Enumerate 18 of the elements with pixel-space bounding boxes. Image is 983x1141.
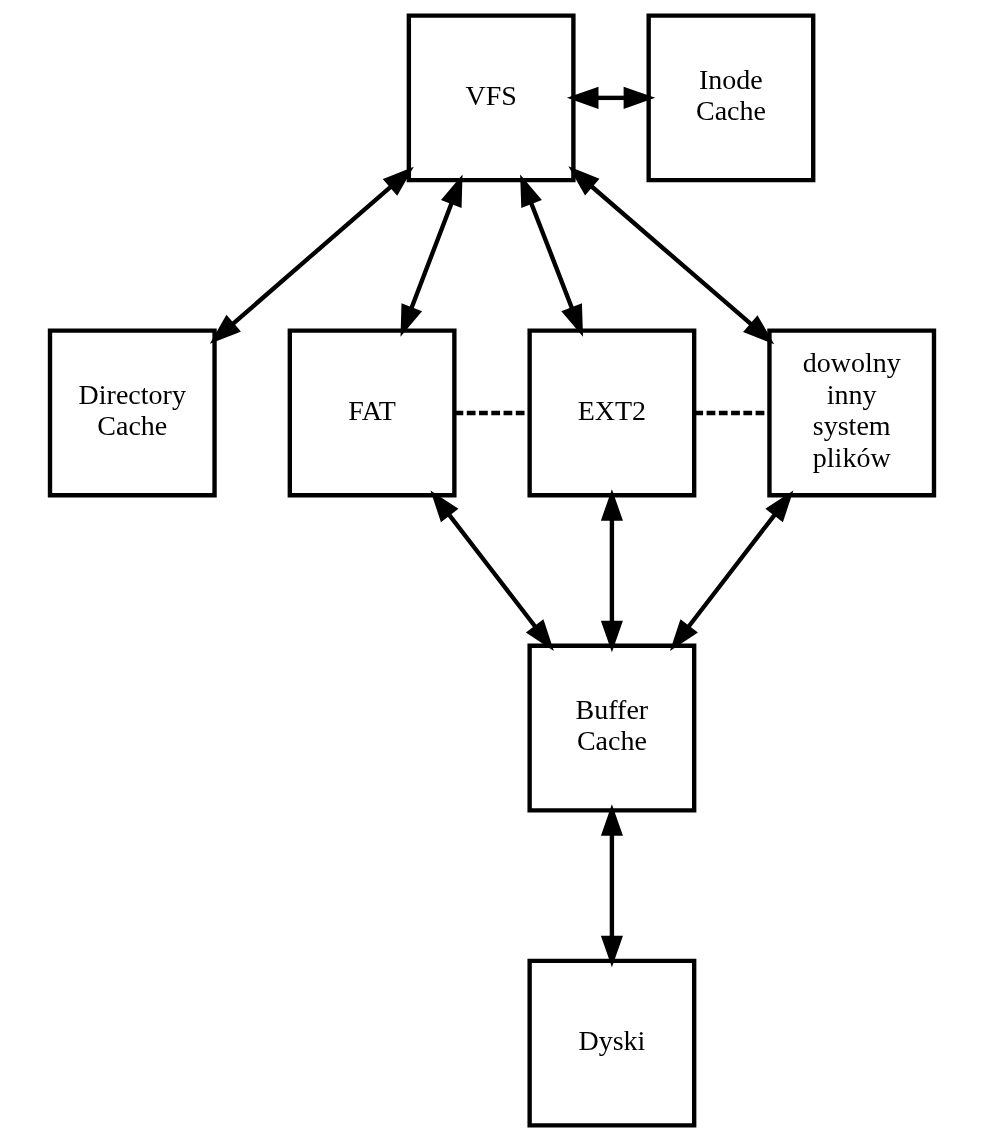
arrow	[429, 490, 554, 651]
arrow	[600, 804, 623, 968]
arrow	[600, 489, 623, 653]
node-box: dowolny inny system plików	[766, 328, 936, 498]
arrow	[566, 86, 655, 109]
node-box: Dyski	[526, 958, 696, 1128]
arrow	[519, 174, 583, 337]
arrow	[669, 490, 793, 651]
arrow	[400, 174, 463, 337]
arrow	[567, 166, 774, 345]
node-box: Inode Cache	[645, 13, 815, 183]
node-box: Buffer Cache	[526, 643, 696, 813]
arrow	[209, 166, 414, 344]
node-box: VFS	[406, 13, 576, 183]
node-box: Directory Cache	[47, 328, 217, 498]
node-box: EXT2	[526, 328, 696, 498]
connector	[693, 410, 769, 416]
node-box: FAT	[287, 328, 457, 498]
